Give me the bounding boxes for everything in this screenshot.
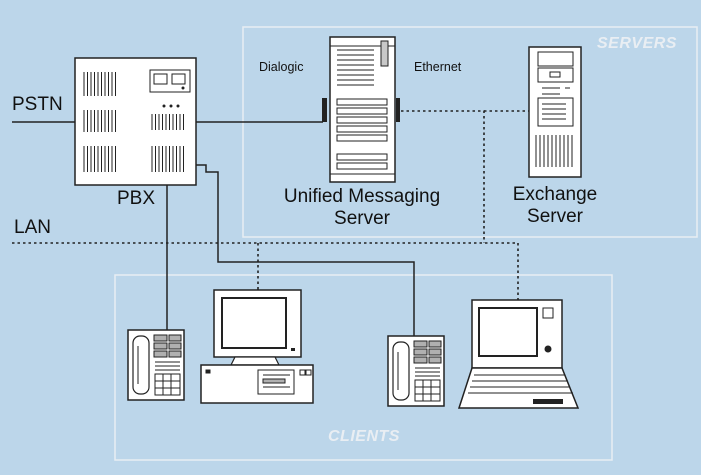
servers-group-frame bbox=[242, 26, 698, 238]
clients-group-frame bbox=[114, 274, 613, 461]
servers-group-label: SERVERS bbox=[597, 35, 677, 52]
unified-messaging-server-icon bbox=[322, 36, 400, 183]
desk-phone-icon bbox=[387, 335, 445, 407]
um-server-label: Unified Messaging Server bbox=[255, 186, 469, 230]
desktop-computer-icon bbox=[200, 289, 314, 404]
ethernet-label: Ethernet bbox=[414, 60, 462, 74]
pbx-label: PBX bbox=[117, 188, 156, 209]
clients-group-label: CLIENTS bbox=[328, 428, 400, 445]
exchange-server-label-line1: Exchange bbox=[512, 184, 598, 205]
exchange-server-label-line2: Server bbox=[527, 206, 583, 227]
exchange-server-icon bbox=[528, 46, 582, 178]
exchange-server-label: Exchange Server bbox=[495, 184, 615, 228]
pstn-label: PSTN bbox=[12, 94, 63, 115]
um-server-label-line1: Unified Messaging bbox=[283, 186, 441, 207]
um-server-label-line2: Server bbox=[334, 208, 390, 229]
laptop-icon bbox=[457, 299, 580, 409]
lan-label: LAN bbox=[14, 217, 51, 238]
pbx-icon bbox=[74, 57, 197, 186]
dialogic-label: Dialogic bbox=[259, 60, 304, 74]
desk-phone-icon bbox=[127, 329, 185, 401]
pbx-to-phone2-line bbox=[196, 164, 415, 336]
